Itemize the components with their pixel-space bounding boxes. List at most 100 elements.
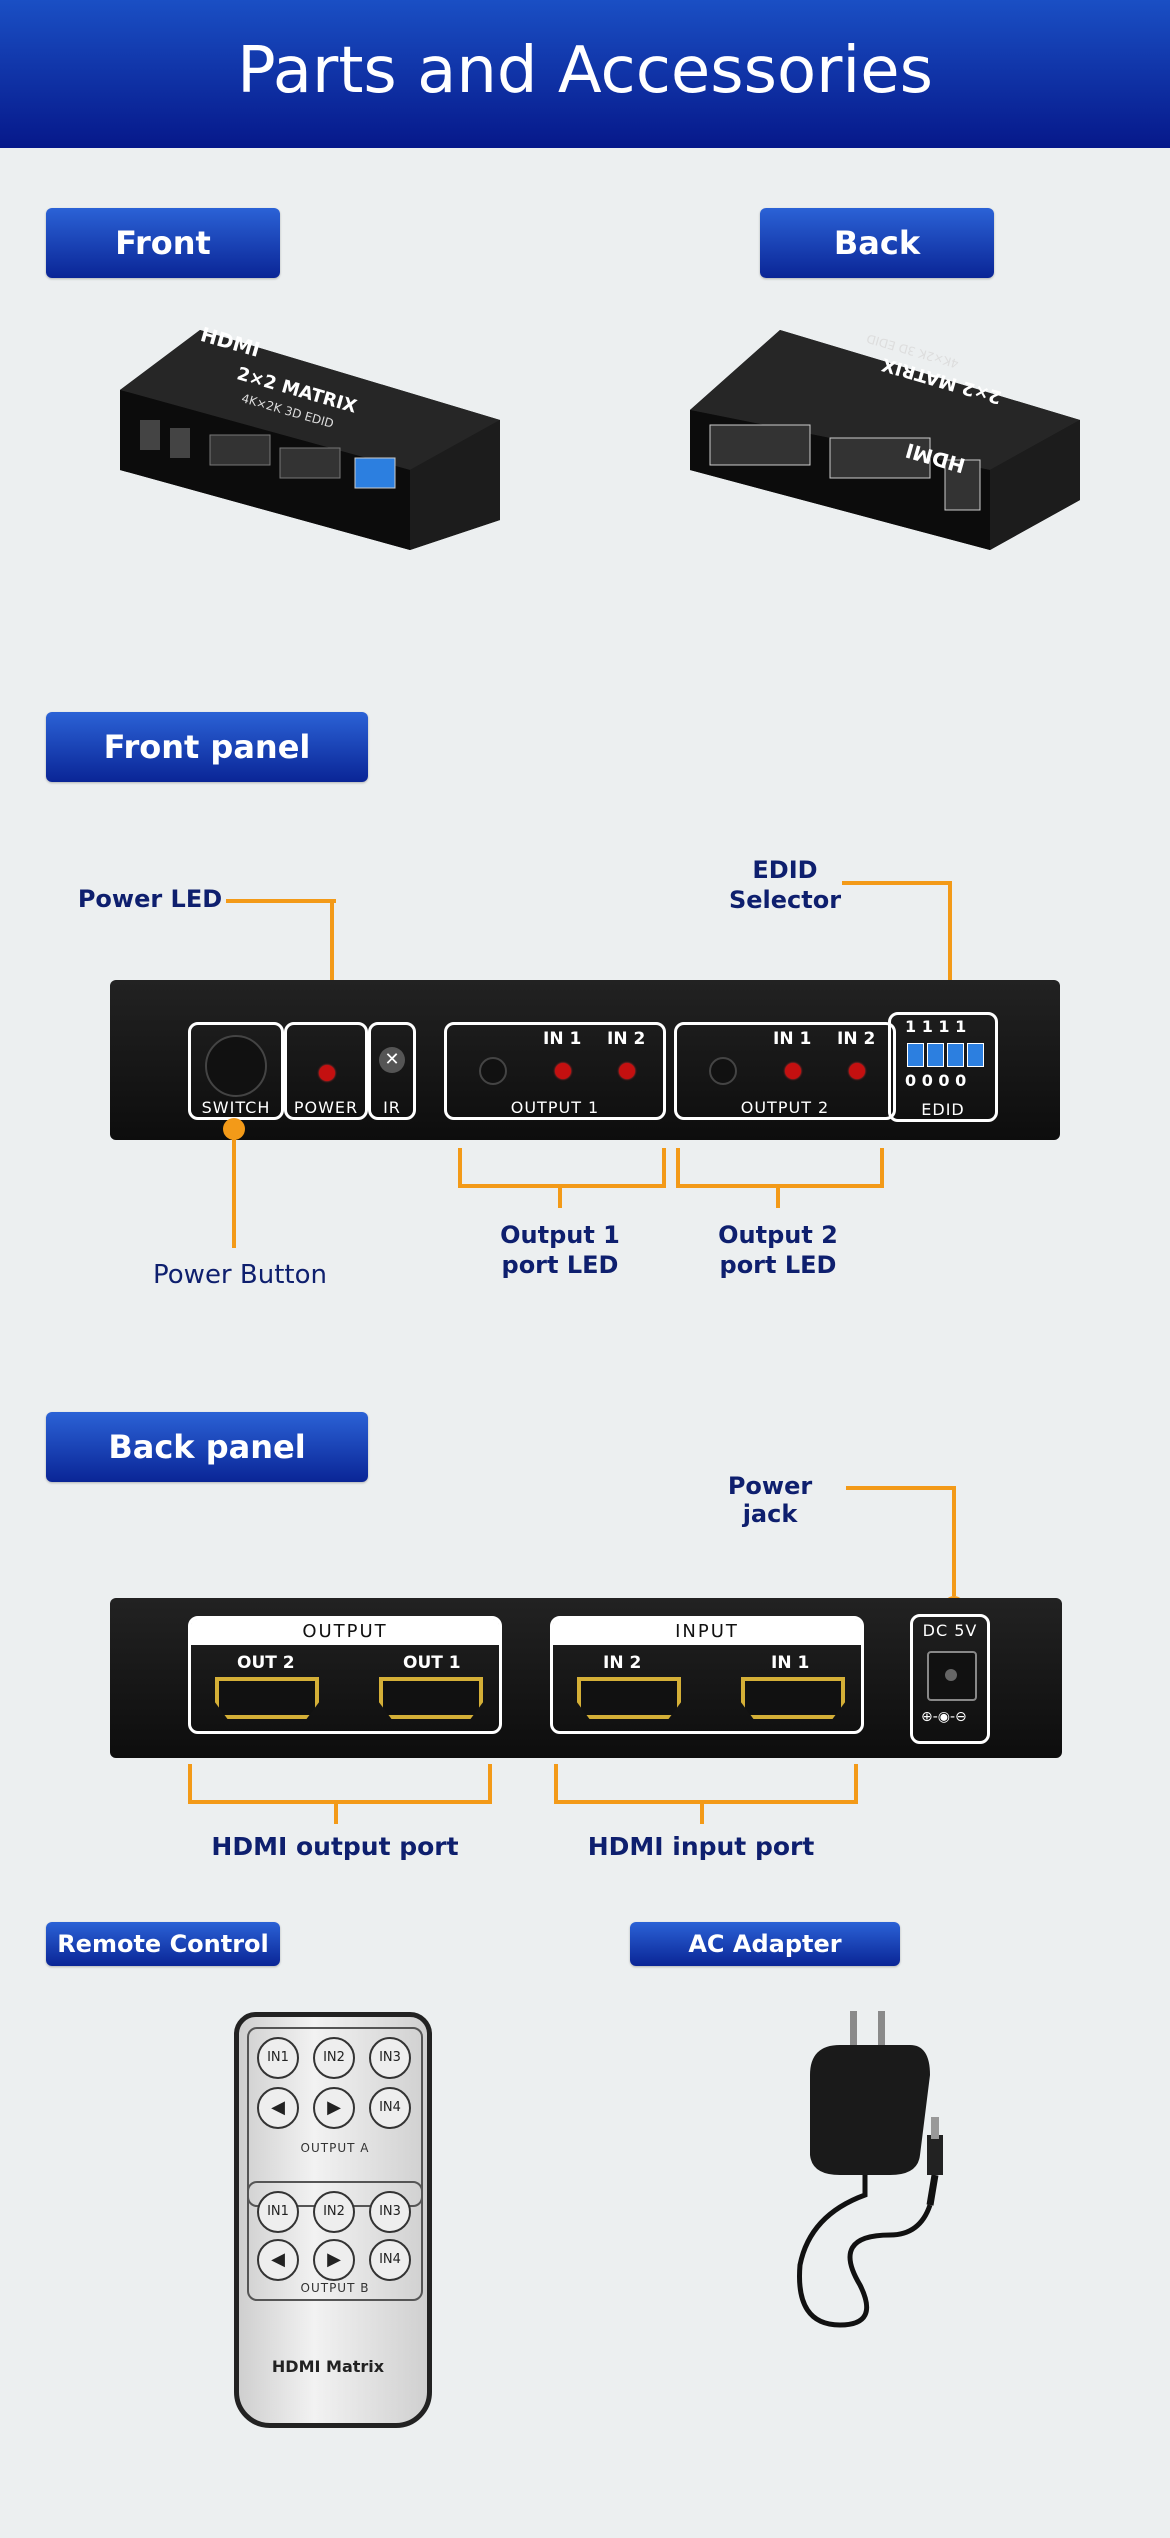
output2-in2-label: IN 2 [837, 1029, 876, 1049]
power-led-line-v [330, 899, 334, 1017]
out2-label: OUT 2 [237, 1653, 295, 1673]
output1-in1-led [555, 1063, 571, 1079]
out1-label: OUT 1 [403, 1653, 461, 1673]
hdmi-output-callout: HDMI output port [211, 1832, 459, 1861]
power-button-marker [223, 1118, 245, 1140]
remote-control: IN1 IN2 IN3 ◀ ▶ IN4 OUTPUT A IN1 IN2 IN3… [234, 2012, 432, 2428]
back-device-image [690, 330, 1080, 550]
edid-box: 1 1 1 1 0 0 0 0 EDID [888, 1012, 998, 1122]
edid-bottom-numbers: 0 0 0 0 [905, 1071, 967, 1090]
output2-bracket [676, 1148, 884, 1188]
back-panel-device: OUTPUT OUT 2 OUT 1 INPUT IN 2 IN 1 DC 5V… [110, 1598, 1062, 1758]
remote-a-left-icon[interactable]: ◀ [257, 2087, 299, 2129]
output1-bracket-stem [558, 1186, 562, 1208]
ir-sensor-icon: ✕ [379, 1047, 405, 1073]
remote-group-a: IN1 IN2 IN3 ◀ ▶ IN4 OUTPUT A [247, 2027, 423, 2207]
output2-caption: OUTPUT 2 [740, 1098, 830, 1117]
power-jack-line-v [952, 1486, 956, 1596]
edid-selector-callout: EDID Selector [728, 856, 842, 914]
output1-led-callout: Output 1 port LED [500, 1221, 620, 1279]
hdmi-in2-port[interactable] [577, 1677, 681, 1719]
back-panel-tag: Back panel [46, 1412, 368, 1482]
remote-brand-label: HDMI Matrix [271, 2357, 385, 2376]
switch-caption: SWITCH [201, 1098, 271, 1117]
remote-b-right-icon[interactable]: ▶ [313, 2239, 355, 2281]
input-caption: INPUT [553, 1619, 861, 1645]
power-jack-line-h [846, 1486, 956, 1490]
hdmi-out1-port[interactable] [379, 1677, 483, 1719]
remote-tag: Remote Control [46, 1922, 280, 1966]
power-button-line [232, 1130, 236, 1248]
power-button-callout: Power Button [153, 1260, 327, 1290]
edid-switch-4[interactable] [967, 1043, 984, 1067]
output2-box: IN 1 IN 2 OUTPUT 2 [674, 1022, 896, 1120]
output1-bracket [458, 1148, 666, 1188]
remote-b-in2[interactable]: IN2 [313, 2191, 355, 2233]
power-box: POWER [284, 1022, 368, 1120]
remote-group-b: IN1 IN2 IN3 ◀ ▶ IN4 OUTPUT B [247, 2181, 423, 2301]
dc-caption: DC 5V [922, 1621, 978, 1640]
output2-led-callout: Output 2 port LED [718, 1221, 838, 1279]
hdmi-output-bracket [188, 1764, 492, 1804]
output2-in1-led [785, 1063, 801, 1079]
power-caption: POWER [293, 1098, 359, 1117]
edid-top-numbers: 1 1 1 1 [905, 1017, 967, 1036]
in2-label: IN 2 [603, 1653, 642, 1673]
power-led-callout: Power LED [77, 885, 223, 913]
remote-a-in1[interactable]: IN1 [257, 2037, 299, 2079]
remote-b-left-icon[interactable]: ◀ [257, 2239, 299, 2281]
hdmi-input-callout: HDMI input port [587, 1832, 815, 1861]
edid-line-h [842, 881, 952, 885]
switch-button[interactable] [205, 1035, 267, 1097]
dc-jack[interactable] [927, 1651, 977, 1701]
remote-b-in3[interactable]: IN3 [369, 2191, 411, 2233]
output1-caption: OUTPUT 1 [510, 1098, 600, 1117]
output1-box: IN 1 IN 2 OUTPUT 1 [444, 1022, 666, 1120]
remote-output-a-label: OUTPUT A [300, 2141, 370, 2155]
hdmi-input-bracket [554, 1764, 858, 1804]
front-tag: Front [46, 208, 280, 278]
output2-in2-led [849, 1063, 865, 1079]
polarity-icon: ⊕-◉-⊖ [921, 1709, 967, 1725]
hdmi-out2-port[interactable] [215, 1677, 319, 1719]
in1-label: IN 1 [771, 1653, 810, 1673]
remote-a-in4[interactable]: IN4 [369, 2087, 411, 2129]
output1-in2-label: IN 2 [607, 1029, 646, 1049]
remote-a-in2[interactable]: IN2 [313, 2037, 355, 2079]
output2-bracket-stem [776, 1186, 780, 1208]
output-box: OUTPUT OUT 2 OUT 1 [188, 1616, 502, 1734]
edid-caption: EDID [921, 1100, 965, 1119]
output1-in2-led [619, 1063, 635, 1079]
front-panel-tag: Front panel [46, 712, 368, 782]
power-led [319, 1065, 335, 1081]
ir-box: ✕ IR [368, 1022, 416, 1120]
remote-a-right-icon[interactable]: ▶ [313, 2087, 355, 2129]
back-tag: Back [760, 208, 994, 278]
hdmi-output-bracket-stem [334, 1802, 338, 1824]
ac-adapter-image [797, 2011, 943, 2328]
remote-b-in1[interactable]: IN1 [257, 2191, 299, 2233]
input-box: INPUT IN 2 IN 1 [550, 1616, 864, 1734]
edid-line-v [948, 881, 952, 1001]
page-title: Parts and Accessories [0, 0, 1170, 148]
output2-button[interactable] [709, 1057, 737, 1085]
output1-button[interactable] [479, 1057, 507, 1085]
dc-jack-box: DC 5V ⊕-◉-⊖ [910, 1614, 990, 1744]
output-caption: OUTPUT [191, 1619, 499, 1645]
remote-b-in4[interactable]: IN4 [369, 2239, 411, 2281]
ir-caption: IR [383, 1098, 401, 1117]
edid-switch-1[interactable] [907, 1043, 924, 1067]
front-panel-device: SWITCH POWER ✕ IR IN 1 IN 2 OUTPUT 1 IN … [110, 980, 1060, 1140]
remote-output-b-label: OUTPUT B [300, 2281, 370, 2295]
edid-switch-2[interactable] [927, 1043, 944, 1067]
output1-in1-label: IN 1 [543, 1029, 582, 1049]
adapter-tag: AC Adapter [630, 1922, 900, 1966]
remote-a-in3[interactable]: IN3 [369, 2037, 411, 2079]
power-jack-callout: Power jack [727, 1472, 813, 1528]
output2-in1-label: IN 1 [773, 1029, 812, 1049]
front-device-image [120, 330, 500, 550]
switch-box: SWITCH [188, 1022, 284, 1120]
hdmi-in1-port[interactable] [741, 1677, 845, 1719]
hdmi-input-bracket-stem [700, 1802, 704, 1824]
edid-switch-3[interactable] [947, 1043, 964, 1067]
